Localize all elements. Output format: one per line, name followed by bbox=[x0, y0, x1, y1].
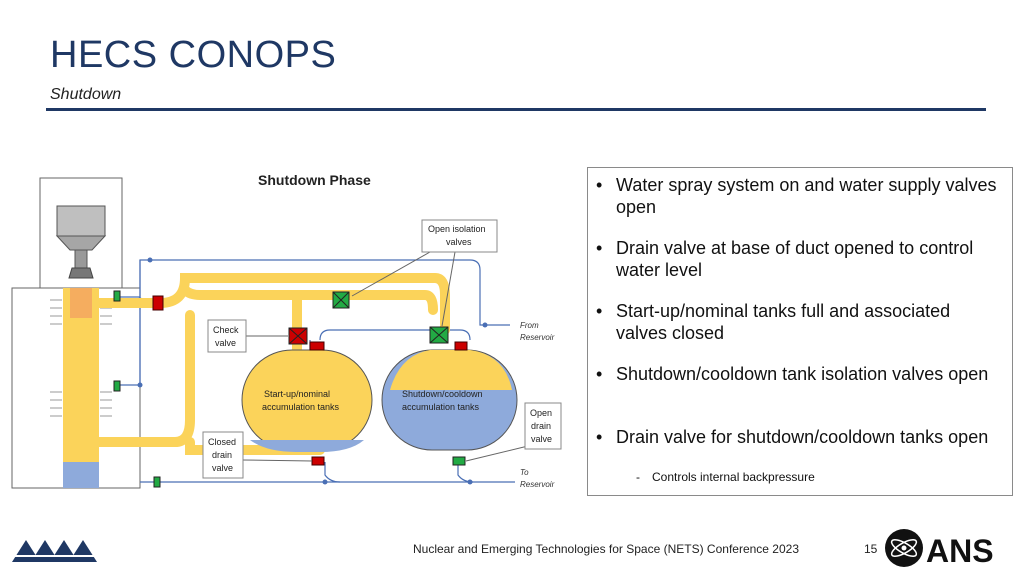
callout-check-box bbox=[207, 319, 247, 353]
closed-drain-valve bbox=[311, 456, 325, 466]
label-open-drain-3: valve bbox=[531, 434, 552, 444]
label-tank2-1: Shutdown/cooldown bbox=[402, 389, 483, 399]
sub-bullet-dash: - bbox=[636, 470, 640, 484]
conference-logo bbox=[12, 540, 97, 562]
spray-valve-lower bbox=[113, 380, 121, 392]
engine-throat bbox=[74, 249, 88, 269]
bullet-text: Start-up/nominal tanks full and associat… bbox=[616, 301, 951, 343]
open-drain-valve bbox=[452, 456, 466, 466]
sub-bullet-text: Controls internal backpressure bbox=[652, 470, 815, 484]
label-tank1-1: Start-up/nominal bbox=[264, 389, 330, 399]
startup-tank bbox=[241, 349, 373, 452]
slide-title: HECS CONOPS bbox=[50, 34, 337, 76]
bullet-dot: • bbox=[596, 364, 603, 384]
bullet-panel: • Water spray system on and water supply… bbox=[587, 167, 1013, 496]
callout-leaders bbox=[241, 251, 529, 462]
label-open-drain-2: drain bbox=[531, 421, 551, 431]
label-check-1: Check bbox=[213, 325, 239, 335]
yellow-pipes bbox=[94, 273, 450, 455]
bullet-text: Water spray system on and water supply v… bbox=[616, 175, 997, 217]
bullet-dot: • bbox=[596, 427, 603, 447]
ans-logo-text: ANS bbox=[926, 533, 994, 569]
bullet-dot: • bbox=[596, 175, 603, 195]
engine-exit bbox=[68, 267, 94, 279]
shutdown-tank bbox=[381, 349, 518, 451]
label-to-1: To bbox=[520, 468, 529, 477]
duct-hot-gas bbox=[70, 288, 92, 318]
ans-logo: ANS bbox=[885, 529, 994, 569]
shutdown-tank-vent-valve bbox=[454, 341, 468, 351]
bullet-dot: • bbox=[596, 238, 603, 258]
title-divider bbox=[46, 108, 986, 111]
engine-nozzle bbox=[55, 235, 107, 251]
duct-inlet-valve bbox=[152, 295, 164, 311]
footer-text: Nuclear and Emerging Technologies for Sp… bbox=[413, 542, 799, 556]
shutdown-phase-diagram: Shutdown Phase Open isolation valves Che… bbox=[11, 172, 562, 489]
isolation-valve-top bbox=[332, 291, 350, 309]
label-closed-drain-3: valve bbox=[212, 463, 233, 473]
label-check-2: valve bbox=[215, 338, 236, 348]
slide-subtitle: Shutdown bbox=[50, 86, 122, 103]
label-open-isolation-2: valves bbox=[446, 237, 472, 247]
label-closed-drain-2: drain bbox=[212, 450, 232, 460]
callout-open-isolation-box bbox=[421, 219, 498, 253]
page-number: 15 bbox=[864, 542, 878, 556]
diagram-title: Shutdown Phase bbox=[258, 172, 371, 188]
label-to-2: Reservoir bbox=[520, 480, 555, 489]
spray-valve-upper bbox=[113, 290, 121, 302]
label-open-isolation-1: Open isolation bbox=[428, 224, 486, 234]
duct-drain-valve bbox=[153, 476, 161, 488]
check-valve bbox=[288, 327, 308, 345]
bullet-dot: • bbox=[596, 301, 603, 321]
duct-water-level bbox=[63, 462, 99, 488]
bullet-text: Shutdown/cooldown tank isolation valves … bbox=[616, 364, 989, 384]
isolation-valve-tank bbox=[429, 326, 449, 344]
label-from-1: From bbox=[520, 321, 539, 330]
callout-open-drain-box bbox=[524, 402, 562, 450]
label-tank2-2: accumulation tanks bbox=[402, 402, 480, 412]
label-open-drain-1: Open bbox=[530, 408, 552, 418]
bullet-text: Drain valve for shutdown/cooldown tanks … bbox=[616, 427, 989, 447]
engine-body bbox=[56, 205, 106, 237]
callout-closed-drain-box bbox=[202, 431, 244, 479]
label-from-2: Reservoir bbox=[520, 333, 555, 342]
bullet-text: Drain valve at base of duct opened to co… bbox=[616, 238, 974, 280]
startup-tank-valve bbox=[309, 341, 325, 351]
duct-flow bbox=[63, 288, 99, 488]
label-tank1-2: accumulation tanks bbox=[262, 402, 340, 412]
label-closed-drain-1: Closed bbox=[208, 437, 236, 447]
